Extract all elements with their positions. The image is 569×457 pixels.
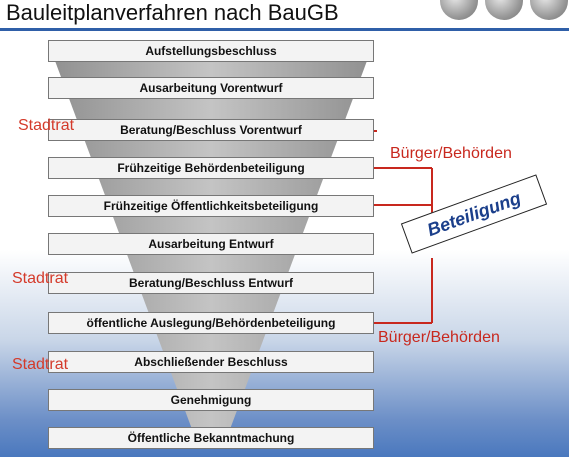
- step-3: Beratung/Beschluss Vorentwurf: [48, 119, 374, 141]
- step-8: öffentliche Auslegung/Behördenbeteiligun…: [48, 312, 374, 334]
- step-11: Öffentliche Bekanntmachung: [48, 427, 374, 449]
- stadtrat-label-3: Stadtrat: [12, 356, 69, 373]
- step-1: Aufstellungsbeschluss: [48, 40, 374, 62]
- step-2: Ausarbeitung Vorentwurf: [48, 77, 374, 99]
- step-6: Ausarbeitung Entwurf: [48, 233, 374, 255]
- decor-circle-2: [485, 0, 523, 20]
- step-10: Genehmigung: [48, 389, 374, 411]
- stadtrat-label-1: Stadtrat: [18, 117, 75, 134]
- step-9: Abschließender Beschluss: [48, 351, 374, 373]
- title-rule: [0, 28, 569, 31]
- decor-circle-3: [530, 0, 568, 20]
- participants-label-1: Bürger/Behörden: [390, 145, 512, 162]
- step-4: Frühzeitige Behördenbeteiligung: [48, 157, 374, 179]
- stadtrat-label-2: Stadtrat: [12, 270, 69, 287]
- participants-label-2: Bürger/Behörden: [378, 329, 500, 346]
- step-7: Beratung/Beschluss Entwurf: [48, 272, 374, 294]
- slide-title: Bauleitplanverfahren nach BauGB: [6, 0, 339, 25]
- decor-circle-1: [440, 0, 478, 20]
- step-5: Frühzeitige Öffentlichkeitsbeteiligung: [48, 195, 374, 217]
